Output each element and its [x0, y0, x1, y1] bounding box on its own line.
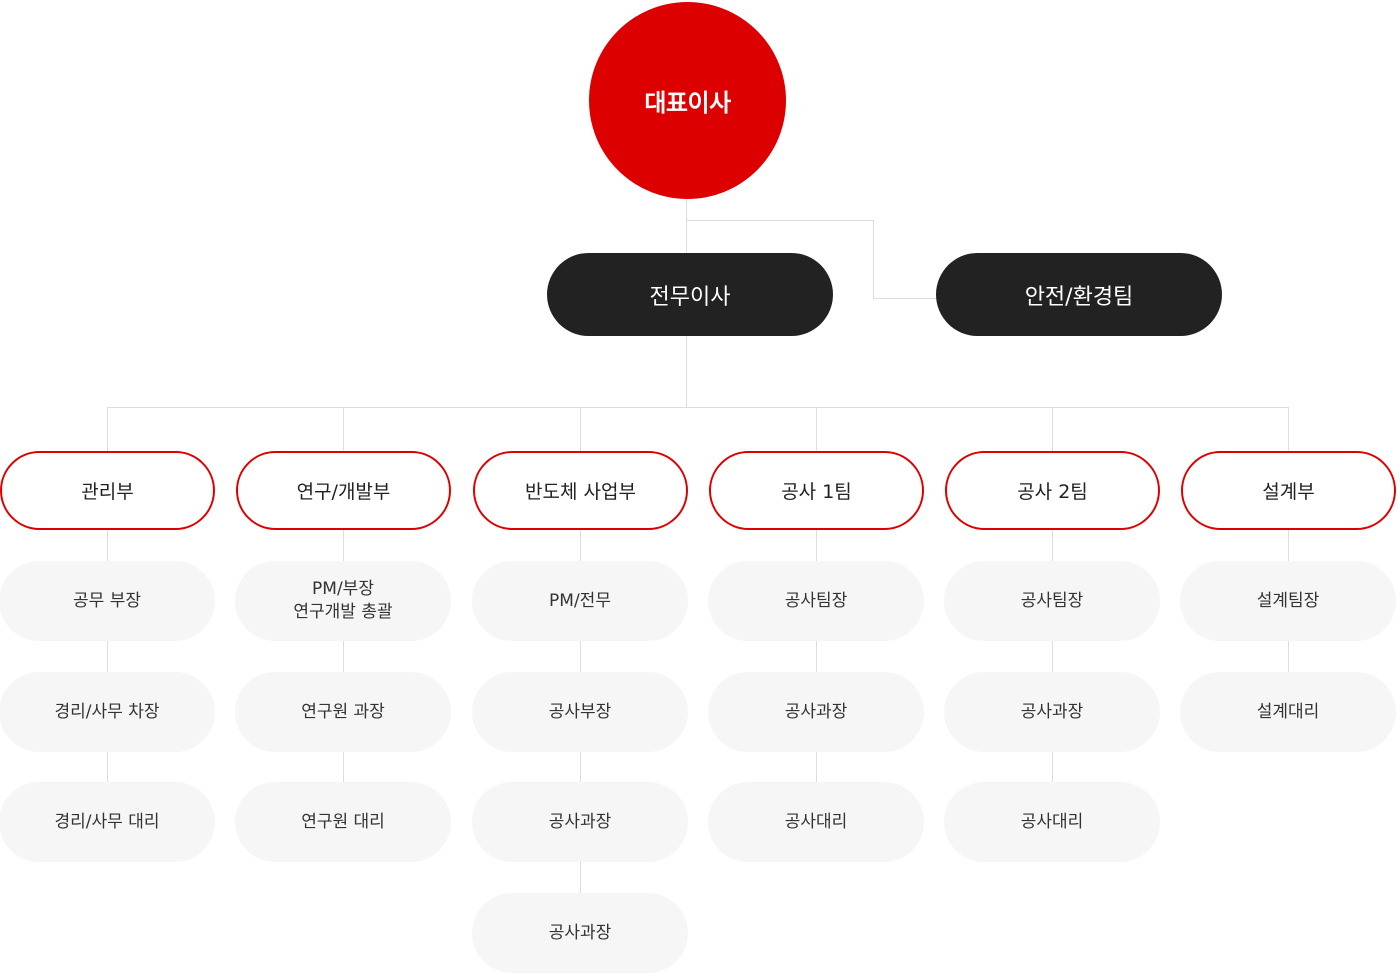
role-label: 공사대리 [1020, 811, 1084, 832]
department-label: 반도체 사업부 [525, 481, 636, 503]
connector-bus-to-department [580, 407, 581, 452]
role-node: 설계대리 [1180, 672, 1396, 752]
safety-environment-team-node: 안전/환경팀 [936, 253, 1222, 336]
role-node: 공무 부장 [0, 561, 215, 641]
role-node: 경리/사무 대리 [0, 782, 215, 862]
role-label: 설계팀장 [1256, 590, 1320, 611]
department-label: 공사 2팀 [1017, 481, 1088, 503]
role-label: 연구원 대리 [301, 811, 385, 832]
connector-safety-vertical [873, 220, 874, 299]
connector-department-bus [107, 407, 1288, 408]
connector-department-roles [1052, 528, 1053, 784]
role-node: 경리/사무 차장 [0, 672, 215, 752]
department-label: 설계부 [1262, 481, 1315, 503]
role-node: 공사팀장 [944, 561, 1160, 641]
role-label: 연구원 과장 [301, 701, 385, 722]
role-node: 연구원 과장 [235, 672, 451, 752]
connector-department-roles [816, 528, 817, 784]
department-label: 공사 1팀 [781, 481, 852, 503]
role-label: 공사과장 [548, 811, 612, 832]
role-node: 공사대리 [944, 782, 1160, 862]
role-node: 공사과장 [472, 893, 688, 973]
department-node: 연구/개발부 [236, 451, 451, 530]
role-label: 공사부장 [548, 701, 612, 722]
department-label: 관리부 [81, 481, 134, 503]
executive-director-node: 전무이사 [547, 253, 833, 336]
connector-bus-to-department [1288, 407, 1289, 452]
department-node: 설계부 [1181, 451, 1396, 530]
role-label: 연구개발 총괄 [293, 602, 393, 622]
connector-department-roles [107, 528, 108, 784]
department-label: 연구/개발부 [296, 481, 391, 503]
ceo-label: 대표이사 [644, 89, 731, 117]
role-node: 설계팀장 [1180, 561, 1396, 641]
connector-safety-horizontal-top [686, 220, 874, 221]
role-label: 공사팀장 [1020, 590, 1084, 611]
department-node: 공사 1팀 [709, 451, 924, 530]
role-label: 공사팀장 [784, 590, 848, 611]
role-node: PM/전무 [472, 561, 688, 641]
role-label: PM/부장 [312, 579, 374, 599]
role-label: 공사대리 [784, 811, 848, 832]
connector-bus-to-department [1052, 407, 1053, 452]
role-label: PM/전무 [549, 590, 611, 611]
role-node: 공사과장 [708, 672, 924, 752]
role-label: 설계대리 [1256, 701, 1320, 722]
role-node: 공사과장 [472, 782, 688, 862]
safety-environment-team-label: 안전/환경팀 [1024, 284, 1134, 310]
connector-safety-horizontal [873, 298, 937, 299]
role-node: 공사부장 [472, 672, 688, 752]
role-node: 공사팀장 [708, 561, 924, 641]
role-label: 공사과장 [784, 701, 848, 722]
role-label: 경리/사무 대리 [54, 811, 160, 832]
connector-bus-to-department [343, 407, 344, 452]
connector-bus-to-department [816, 407, 817, 452]
role-label: 공무 부장 [73, 590, 141, 611]
department-node: 관리부 [0, 451, 215, 530]
connector-bus-to-department [107, 407, 108, 452]
connector-department-roles [343, 528, 344, 784]
executive-director-label: 전무이사 [649, 284, 731, 310]
role-label: 공사과장 [1020, 701, 1084, 722]
ceo-node: 대표이사 [589, 2, 786, 199]
role-node: 연구원 대리 [235, 782, 451, 862]
role-label: 공사과장 [548, 922, 612, 943]
role-node: 공사과장 [944, 672, 1160, 752]
department-node: 반도체 사업부 [473, 451, 688, 530]
role-label: 경리/사무 차장 [54, 701, 160, 722]
department-node: 공사 2팀 [945, 451, 1160, 530]
role-node: 공사대리 [708, 782, 924, 862]
